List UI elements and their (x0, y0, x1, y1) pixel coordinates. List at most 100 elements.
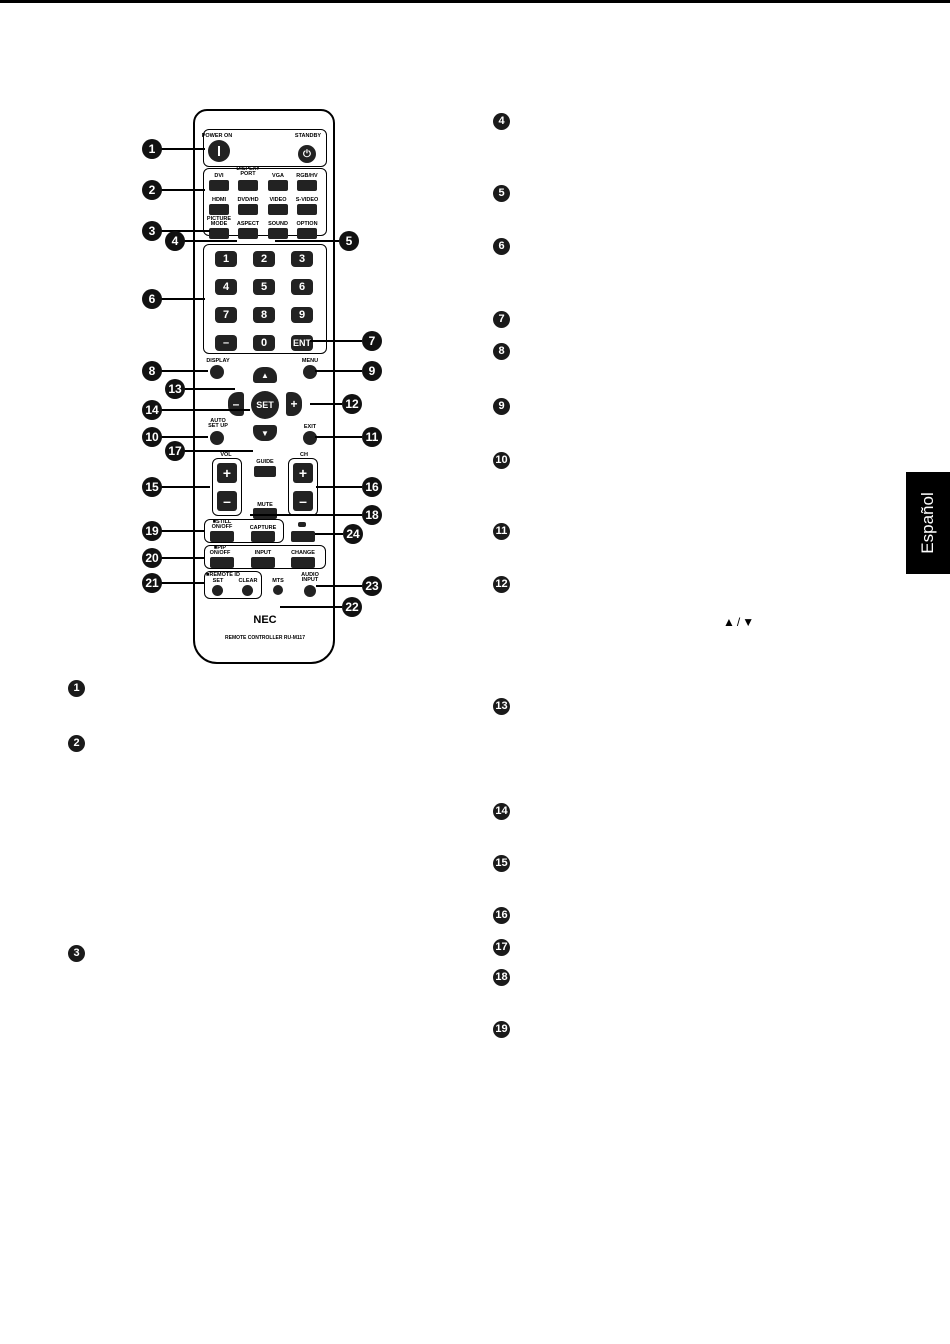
leader-4 (183, 240, 237, 242)
remote-id-group (204, 571, 262, 599)
right-marker-7: 7 (493, 311, 510, 328)
callout-5: 5 (339, 231, 359, 251)
input-button[interactable] (251, 557, 275, 568)
displayport-button[interactable] (238, 180, 258, 191)
source-label-dvdhd: DVD/HD (237, 197, 259, 203)
leader-3 (160, 230, 210, 232)
up-button[interactable]: ▲ (253, 367, 277, 383)
vol-down-button[interactable]: – (217, 491, 237, 511)
leader-2 (160, 189, 205, 191)
remote-id-clear-button[interactable] (242, 585, 253, 596)
auto-setup-button[interactable] (210, 431, 224, 445)
option-button[interactable] (297, 228, 317, 239)
leader-22 (280, 606, 342, 608)
remote-id-set-button[interactable] (212, 585, 223, 596)
hdmi-button[interactable] (209, 204, 229, 215)
pip-onoff-button[interactable] (210, 557, 234, 568)
auto-setup-label: AUTO SET UP (208, 418, 228, 429)
ch-up-button[interactable]: + (293, 463, 313, 483)
key-8[interactable]: 8 (253, 307, 275, 323)
key-2[interactable]: 2 (253, 251, 275, 267)
callout-22: 22 (342, 597, 362, 617)
video-button[interactable] (268, 204, 288, 215)
nec-logo: NEC (253, 614, 277, 626)
capture-button[interactable] (251, 531, 275, 542)
left-marker-3: 3 (68, 945, 85, 962)
plus-button[interactable]: + (286, 392, 302, 416)
exit-label: EXIT (303, 424, 317, 430)
down-button[interactable]: ▼ (253, 425, 277, 441)
mute-button[interactable] (253, 508, 277, 519)
callout-9: 9 (362, 361, 382, 381)
callout-13: 13 (165, 379, 185, 399)
picture-mode-button[interactable] (209, 228, 229, 239)
standby-icon: ⏻ (303, 148, 311, 160)
ent-button[interactable]: ENT (291, 335, 313, 351)
power-line-icon (218, 146, 220, 156)
audio-input-button[interactable] (304, 585, 316, 597)
key-0[interactable]: 0 (253, 335, 275, 351)
source-label-video: VIDEO (269, 197, 287, 203)
key-5[interactable]: 5 (253, 279, 275, 295)
guide-button[interactable] (254, 466, 276, 477)
key-1[interactable]: 1 (215, 251, 237, 267)
callout-3: 3 (142, 221, 162, 241)
leader-12 (310, 403, 342, 405)
key-dash[interactable]: – (215, 335, 237, 351)
top-rule (0, 0, 950, 3)
right-marker-19: 19 (493, 1021, 510, 1038)
source-label-hdmi: HDMI (211, 197, 227, 203)
dvdhd-button[interactable] (238, 204, 258, 215)
caption-button[interactable] (291, 531, 315, 542)
right-marker-11: 11 (493, 523, 510, 540)
callout-6: 6 (142, 289, 162, 309)
leader-20 (160, 557, 205, 559)
callout-20: 20 (142, 548, 162, 568)
key-6[interactable]: 6 (291, 279, 313, 295)
callout-18: 18 (362, 505, 382, 525)
callout-4: 4 (165, 231, 185, 251)
change-button[interactable] (291, 557, 315, 568)
vga-button[interactable] (268, 180, 288, 191)
callout-16: 16 (362, 477, 382, 497)
power-on-button[interactable] (208, 140, 230, 162)
ch-down-button[interactable]: – (293, 491, 313, 511)
aspect-button[interactable] (238, 228, 258, 239)
leader-5 (275, 240, 339, 242)
sound-button[interactable] (268, 228, 288, 239)
callout-7: 7 (362, 331, 382, 351)
callout-12: 12 (342, 394, 362, 414)
standby-button[interactable]: ⏻ (298, 145, 316, 163)
svideo-button[interactable] (297, 204, 317, 215)
menu-button[interactable] (303, 365, 317, 379)
callout-17: 17 (165, 441, 185, 461)
right-marker-4: 4 (493, 113, 510, 130)
exit-button[interactable] (303, 431, 317, 445)
right-marker-10: 10 (493, 452, 510, 469)
vol-up-button[interactable]: + (217, 463, 237, 483)
capture-label: CAPTURE (249, 525, 277, 531)
mts-button[interactable] (273, 585, 283, 595)
key-4[interactable]: 4 (215, 279, 237, 295)
key-7[interactable]: 7 (215, 307, 237, 323)
key-9[interactable]: 9 (291, 307, 313, 323)
display-button[interactable] (210, 365, 224, 379)
picture-mode-label: PICTURE MODE (206, 216, 232, 227)
rgbhv-button[interactable] (297, 180, 317, 191)
key-3[interactable]: 3 (291, 251, 313, 267)
minus-button[interactable]: – (228, 392, 244, 416)
right-marker-13: 13 (493, 698, 510, 715)
right-marker-12: 12 (493, 576, 510, 593)
leader-9 (315, 370, 362, 372)
standby-label: STANDBY (294, 133, 322, 139)
set-button[interactable]: SET (251, 391, 279, 419)
still-onoff-button[interactable] (210, 531, 234, 542)
callout-19: 19 (142, 521, 162, 541)
callout-24: 24 (343, 524, 363, 544)
leader-10 (160, 436, 208, 438)
dvi-button[interactable] (209, 180, 229, 191)
up-arrow-icon: ▲ (261, 370, 269, 380)
leader-19 (160, 530, 205, 532)
callout-11: 11 (362, 427, 382, 447)
leader-23 (316, 585, 362, 587)
